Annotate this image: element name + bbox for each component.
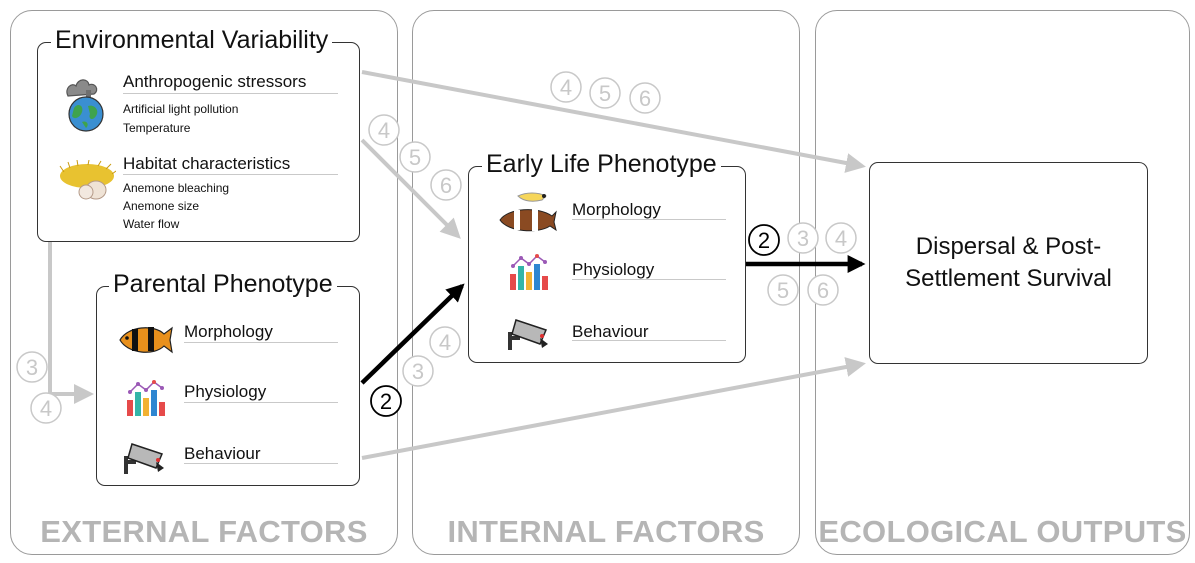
parental-physiology-chart-icon [123,378,167,418]
early-item-morphology: Morphology [572,200,661,219]
habitat-item-bleaching: Anemone bleaching [123,181,230,195]
parental-morphology-underline [184,342,338,343]
parental-item-physiology: Physiology [184,382,267,401]
early-camera-icon [506,312,550,352]
markers-early-to-output-grey: 3 4 5 6 [767,222,857,306]
habitat-item-size: Anemone size [123,199,200,213]
environmental-variability-title: Environmental Variability [51,26,333,55]
parental-item-morphology: Morphology [184,322,273,341]
early-item-physiology: Physiology [572,260,655,279]
early-behaviour-underline [572,340,726,341]
dispersal-survival-line2: Settlement Survival [905,265,1112,292]
anthropogenic-stressors-title: Anthropogenic stressors [123,72,307,91]
anthropogenic-underline [123,93,338,94]
larval-fish-icon [498,190,558,234]
marker-parent-early-grey-2: 4 [439,330,451,355]
marker-early-output-grey-4: 6 [817,278,829,303]
early-life-phenotype-title: Early Life Phenotype [482,150,721,179]
parental-physiology-underline [184,402,338,403]
marker-env-output-3: 6 [639,86,651,111]
clownfish-icon [118,320,174,358]
markers-black: 2 2 [370,224,780,417]
anthropogenic-item-temperature: Temperature [123,121,191,135]
marker-env-output-1: 4 [560,75,572,100]
marker-early-output-grey-3: 5 [777,278,789,303]
early-item-behaviour: Behaviour [572,322,649,341]
earth-pollution-icon [62,76,112,134]
markers-env-to-output: 4 5 6 [550,71,661,114]
external-factors-label: EXTERNAL FACTORS [40,514,368,549]
habitat-characteristics-title: Habitat characteristics [123,154,291,173]
anemone-icon [58,159,117,200]
dispersal-survival-line1: Dispersal & Post- [915,233,1102,260]
arrow-parent-to-early [360,283,465,385]
markers-env-to-parent: 3 4 [16,351,62,424]
marker-early-output-grey-2: 4 [835,226,847,251]
marker-env-output-2: 5 [599,81,611,106]
marker-parent-early-grey-1: 3 [412,359,424,384]
habitat-underline [123,174,338,175]
arrow-env-to-parent [48,242,94,404]
ecological-outputs-label: ECOLOGICAL OUTPUTS [818,514,1187,549]
environmental-variability-box [37,42,360,242]
dispersal-survival-box: Dispersal & Post- Settlement Survival [869,162,1148,364]
markers-parent-to-early-grey: 3 4 [402,326,461,387]
marker-env-early-2: 5 [409,145,421,170]
marker-parent-early-black: 2 [380,389,392,414]
early-physiology-underline [572,279,726,280]
arrow-env-to-early [360,138,461,239]
marker-env-early-1: 4 [378,118,390,143]
marker-early-output-black: 2 [758,228,770,253]
arrow-parent-to-output [361,357,866,460]
parental-behaviour-underline [184,463,338,464]
parental-item-behaviour: Behaviour [184,444,261,463]
early-physiology-chart-icon [506,252,550,292]
marker-early-output-grey-1: 3 [797,226,809,251]
habitat-item-flow: Water flow [123,217,180,231]
anthropogenic-item-light: Artificial light pollution [123,102,239,116]
parental-camera-icon [122,436,166,476]
internal-factors-label: INTERNAL FACTORS [447,514,765,549]
early-morphology-underline [572,219,726,220]
arrow-env-to-output [361,70,866,173]
marker-env-parent-1: 3 [26,355,38,380]
marker-env-early-3: 6 [440,173,452,198]
marker-env-parent-2: 4 [40,396,52,421]
parental-phenotype-title: Parental Phenotype [109,270,337,299]
markers-env-to-early: 4 5 6 [368,114,462,201]
